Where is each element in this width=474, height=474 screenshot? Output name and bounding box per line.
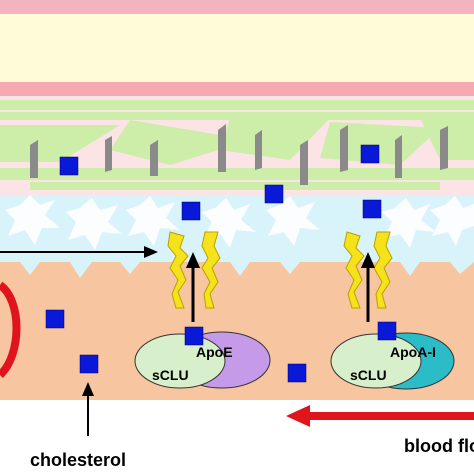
green-strip	[0, 100, 474, 110]
cholesterol-square	[45, 309, 65, 329]
green-strip	[0, 168, 474, 180]
pleat	[150, 140, 158, 176]
sclu-label: sCLU	[350, 367, 387, 383]
cholesterol-square	[59, 156, 79, 176]
cholesterol-square	[287, 363, 307, 383]
red-vessel-edge	[0, 281, 21, 378]
star-cell	[66, 198, 122, 250]
pleat	[300, 140, 308, 185]
receptor	[343, 231, 365, 309]
sclu-label: sCLU	[152, 367, 189, 383]
star-cells	[5, 195, 474, 250]
partner-label: ApoA-I	[390, 344, 436, 360]
receptor	[201, 231, 221, 309]
star-cell	[202, 198, 256, 248]
star-layer-edge	[0, 258, 474, 278]
star-cell	[5, 195, 60, 245]
green-cell	[110, 120, 250, 165]
pleat	[340, 125, 348, 172]
receptors-right	[343, 231, 393, 309]
sclu-ellipse	[134, 333, 226, 389]
blood-flow-label: blood flow	[404, 436, 474, 456]
pleat	[105, 136, 112, 172]
star-cell	[382, 198, 436, 248]
green-cell	[320, 122, 440, 165]
receptor	[167, 231, 189, 309]
left-arrow	[0, 246, 158, 258]
star-cell	[430, 196, 474, 246]
cholesterol-pointer	[82, 382, 94, 436]
green-cell	[220, 118, 330, 160]
blood-flow-arrow	[286, 405, 474, 427]
cholesterol-label: cholesterol	[30, 450, 126, 470]
uptake-arrows	[186, 252, 375, 322]
cholesterol-square	[79, 354, 99, 374]
sclu-ellipse	[330, 333, 422, 389]
pleat	[255, 130, 262, 170]
green-cell-layer	[0, 100, 474, 190]
complex-left: ApoE sCLU	[134, 331, 271, 389]
complex-right: ApoA-I sCLU	[330, 332, 455, 390]
yellow-layer	[0, 14, 474, 82]
cholesterol-square	[264, 184, 284, 204]
receptor	[373, 231, 393, 309]
star-cell	[126, 196, 180, 246]
partner-label: ApoE	[196, 344, 233, 360]
pink-band-layer	[0, 82, 474, 96]
grey-pleats	[30, 124, 448, 185]
pleat	[30, 140, 38, 178]
green-strip	[30, 182, 440, 190]
tissue-layers	[0, 0, 474, 400]
cholesterol-molecules	[45, 144, 397, 383]
cholesterol-square	[360, 144, 380, 164]
pleat	[440, 126, 448, 170]
cholesterol-square	[377, 321, 397, 341]
cholesterol-square	[362, 199, 382, 219]
top-pink-layer	[0, 0, 474, 14]
cholesterol-square	[184, 326, 204, 346]
pleat	[218, 124, 226, 172]
cholesterol-square	[181, 201, 201, 221]
green-strip	[0, 112, 474, 120]
pleat	[395, 135, 402, 178]
receptors-left	[167, 231, 221, 309]
star-cell	[266, 196, 320, 246]
